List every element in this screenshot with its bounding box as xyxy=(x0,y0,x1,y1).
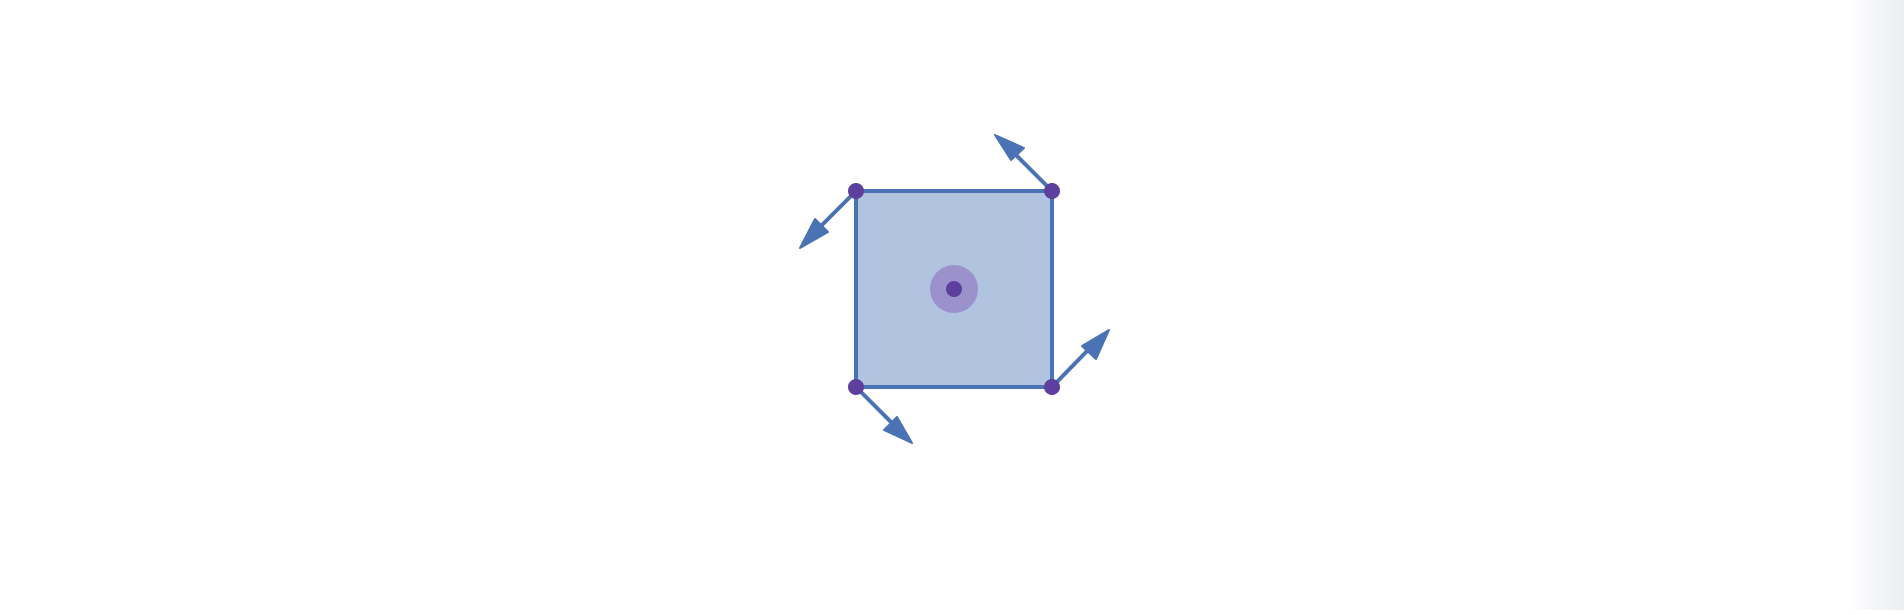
center-handle[interactable] xyxy=(930,265,978,313)
arrow-top-left[interactable] xyxy=(799,189,858,249)
arrow-top-right[interactable] xyxy=(994,134,1054,193)
arrow-bottom-right[interactable] xyxy=(1050,329,1110,389)
right-edge-shadow xyxy=(1848,0,1904,610)
corner-handle-bottom-left[interactable] xyxy=(848,379,864,395)
corner-handle-top-right[interactable] xyxy=(1044,183,1060,199)
corner-handle-bottom-right[interactable] xyxy=(1044,379,1060,395)
arrow-bottom-left[interactable] xyxy=(854,385,913,444)
corner-handle-top-left[interactable] xyxy=(848,183,864,199)
center-dot[interactable] xyxy=(946,281,962,297)
resize-arrows xyxy=(799,134,1110,444)
